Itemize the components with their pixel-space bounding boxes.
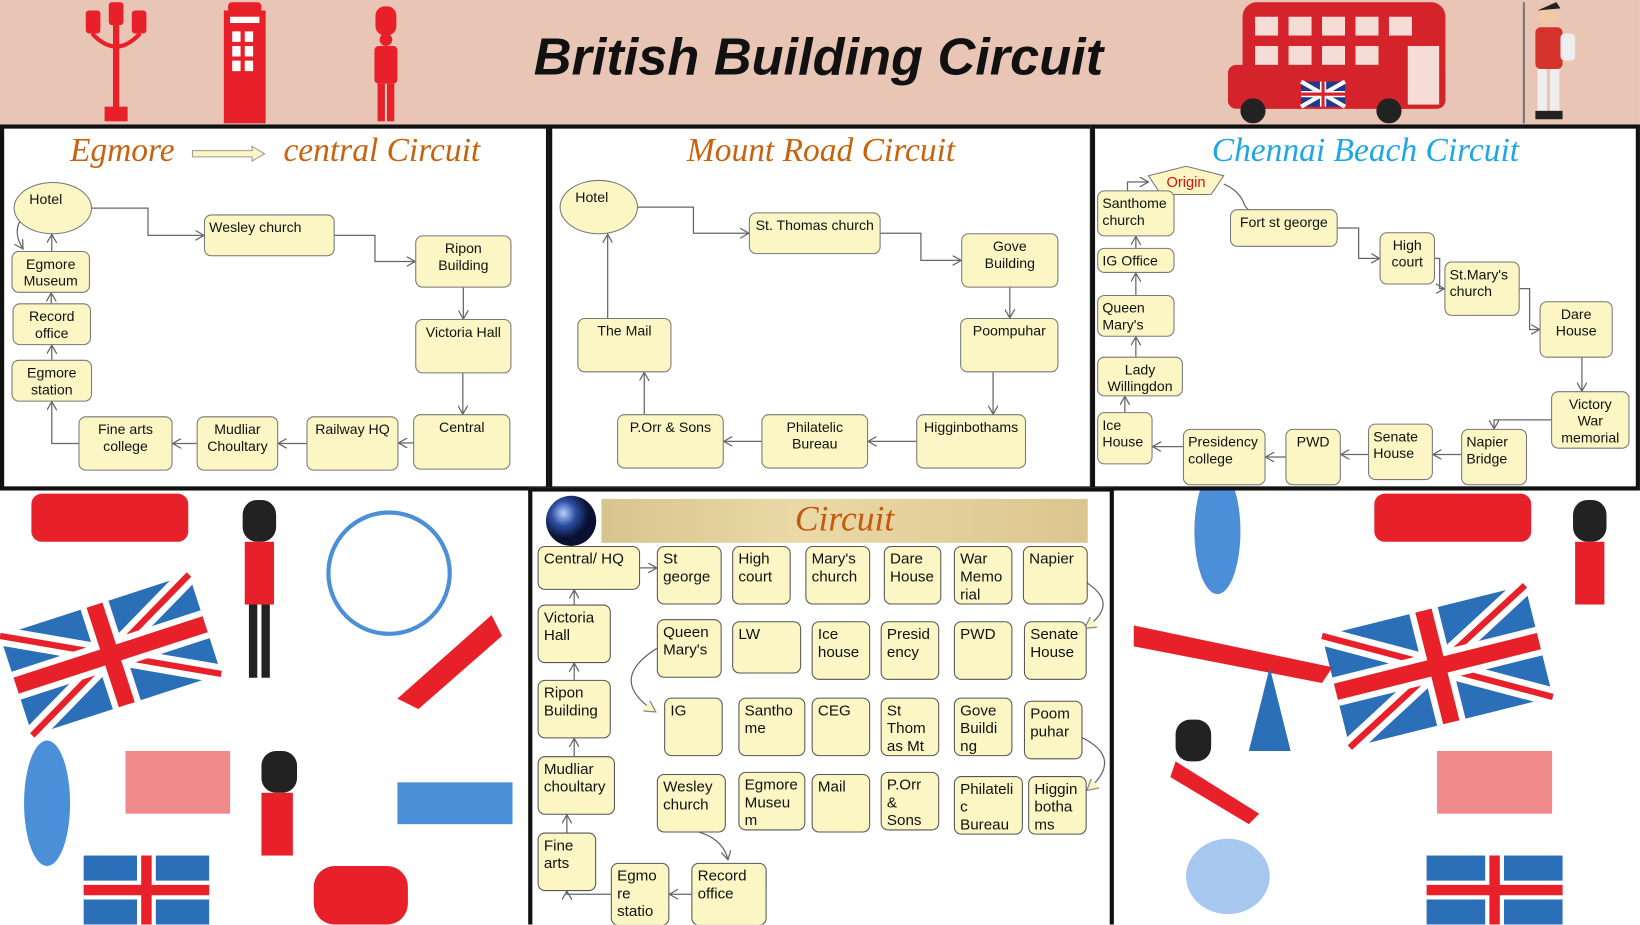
circuit-node: Santhome church bbox=[1097, 190, 1175, 237]
header-banner: British Building Circuit bbox=[0, 0, 1640, 125]
london-pattern-right bbox=[1112, 489, 1640, 925]
circuit-node: Mary's church bbox=[805, 545, 871, 605]
street-lamp-icon bbox=[85, 2, 147, 122]
circuit-node: Wesley church bbox=[656, 773, 726, 833]
circuit-node: St Thom as Mt bbox=[880, 697, 940, 757]
circuit-node: Poompuhar bbox=[960, 317, 1059, 373]
circuit-node: St. Thomas church bbox=[748, 212, 881, 255]
royal-guard-icon bbox=[374, 6, 398, 122]
circuit-node: Egmore Museum bbox=[11, 251, 90, 293]
circuit-node: Napier Bridge bbox=[1461, 428, 1528, 486]
circuit-node: Napier bbox=[1022, 545, 1088, 605]
circuit-node: Wesley church bbox=[203, 214, 335, 257]
panel-title: Egmore central Circuit bbox=[4, 131, 546, 169]
double-decker-bus-icon bbox=[1227, 2, 1446, 124]
right-arrow-icon bbox=[191, 145, 266, 162]
circuit-node: IG bbox=[664, 697, 723, 757]
circuit-node: Fort st george bbox=[1229, 209, 1338, 247]
circuit-node: St.Mary's church bbox=[1444, 261, 1520, 316]
circuit-node: PWD bbox=[1285, 428, 1341, 486]
panel-title-right: central Circuit bbox=[283, 130, 481, 169]
circuit-node: Hotel bbox=[13, 181, 93, 235]
london-landmarks-illustration bbox=[1133, 489, 1607, 925]
circuit-node: Central/ HQ bbox=[537, 545, 641, 590]
circuit-node: Victoria Hall bbox=[415, 318, 512, 374]
panel-title-left: Egmore bbox=[69, 130, 175, 169]
circuit-node: PWD bbox=[953, 621, 1013, 680]
soldier-icon bbox=[1522, 2, 1576, 124]
page-title: British Building Circuit bbox=[533, 27, 1104, 86]
circuit-node: Ripon Building bbox=[415, 235, 512, 288]
panel-title: Chennai Beach Circuit bbox=[1211, 130, 1520, 169]
circuit-node: Mail bbox=[811, 773, 871, 833]
circuit-node: Poom puhar bbox=[1023, 700, 1083, 760]
circuit-node: Central bbox=[413, 414, 511, 470]
circuit-node: Egmo re statio bbox=[610, 862, 670, 925]
circuit-node: Queen Mary's bbox=[656, 619, 722, 678]
circuit-node: CEG bbox=[811, 697, 871, 757]
circuit-node: Presid ency bbox=[880, 621, 940, 680]
circuit-node: Egmore Museu m bbox=[738, 771, 806, 831]
circuit-node: High court bbox=[1379, 232, 1435, 285]
circuit-node: Victory War memorial bbox=[1551, 391, 1630, 449]
phone-box-icon bbox=[223, 2, 266, 124]
circuit-node: Senate House bbox=[1023, 621, 1087, 680]
circuit-node: Mudliar Choultary bbox=[196, 416, 279, 471]
circuit-node: Dare House bbox=[883, 545, 942, 605]
circuit-node: P.Orr & Sons bbox=[617, 414, 724, 469]
circuit-node: War Memo rial bbox=[953, 545, 1013, 605]
circuit-node: Senate House bbox=[1368, 423, 1433, 481]
panel-title: Mount Road Circuit bbox=[686, 130, 956, 169]
circuit-node: Lady Willingdon bbox=[1097, 356, 1183, 397]
circuit-node: LW bbox=[732, 621, 802, 674]
circuit-node: Fine arts bbox=[537, 832, 597, 892]
circuit-node: Hotel bbox=[559, 179, 638, 235]
circuit-node: Ice house bbox=[811, 621, 871, 680]
circuit-node: P.Orr & Sons bbox=[880, 771, 940, 831]
london-landmarks-illustration bbox=[0, 493, 513, 925]
circuit-node: Gove Buildi ng bbox=[953, 697, 1013, 757]
circuit-node: The Mail bbox=[577, 317, 672, 373]
circuit-node: Railway HQ bbox=[306, 416, 399, 471]
circuit-node: Gove Building bbox=[961, 233, 1059, 288]
circuit-node: Fine arts college bbox=[78, 416, 173, 471]
circuit-node: Dare House bbox=[1539, 301, 1613, 358]
globe-icon bbox=[545, 495, 597, 546]
panel-title: Circuit bbox=[794, 499, 895, 539]
circuit-node: Mudliar choultary bbox=[537, 756, 615, 815]
circuit-node: Philateli c Bureau bbox=[953, 776, 1023, 835]
circuit-node: Victoria Hall bbox=[537, 604, 611, 664]
circuit-node: Ice House bbox=[1097, 412, 1153, 465]
circuit-node: Higginbothams bbox=[916, 414, 1027, 469]
circuit-node: Egmore station bbox=[11, 359, 93, 402]
circuit-node: Higgin botha ms bbox=[1028, 776, 1087, 835]
circuit-node: St george bbox=[656, 545, 722, 605]
circuit-node: High court bbox=[732, 545, 791, 605]
circuit-node: Presidency college bbox=[1182, 428, 1266, 486]
london-pattern-left bbox=[0, 489, 530, 925]
circuit-node: IG Office bbox=[1097, 247, 1175, 273]
world-map-banner bbox=[601, 498, 1088, 543]
circuit-node: Santho me bbox=[738, 697, 806, 757]
circuit-node: Queen Mary's bbox=[1097, 294, 1175, 337]
circuit-node: Philatelic Bureau bbox=[761, 414, 869, 469]
circuit-node: Record office bbox=[691, 862, 767, 925]
circuit-node: Record office bbox=[12, 303, 91, 346]
circuit-node: Ripon Building bbox=[537, 679, 611, 739]
origin-label: Origin bbox=[1166, 173, 1206, 191]
